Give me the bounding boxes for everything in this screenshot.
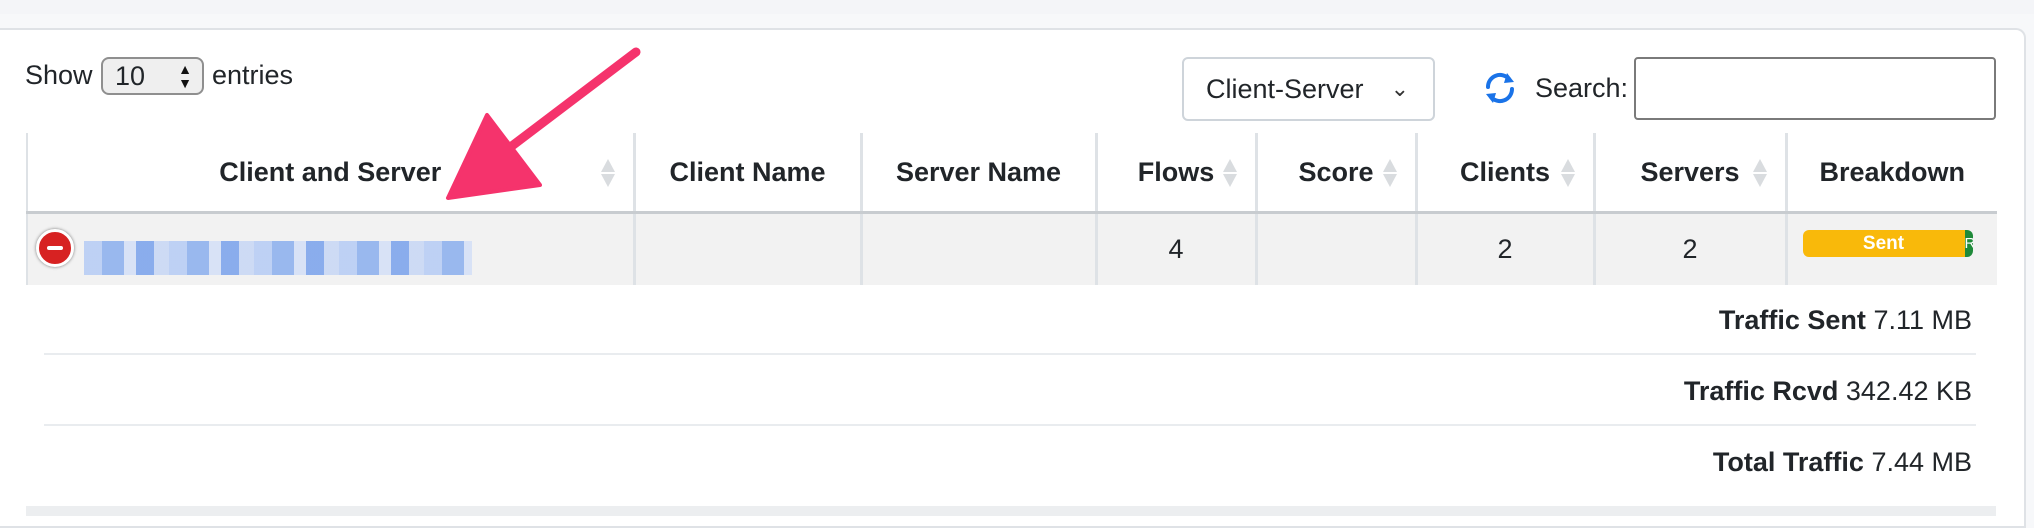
cell-breakdown: Sent R (1784, 212, 1997, 285)
sort-icon (600, 159, 615, 189)
column-header-clients[interactable]: Clients (1414, 133, 1594, 214)
detail-label: Traffic Rcvd (1683, 376, 1839, 406)
view-mode-value: Client-Server (1206, 74, 1364, 104)
cell-server-name (859, 212, 1096, 285)
column-label: Server Name (895, 156, 1062, 187)
table-header-row: Client and Server Client Name Server Nam… (26, 133, 1997, 214)
flows-table: Client and Server Client Name Server Nam… (26, 133, 1997, 285)
sort-icon (1560, 159, 1575, 189)
sent-bar: Sent (1802, 230, 1965, 257)
cell-servers: 2 (1592, 212, 1786, 285)
column-label: Score (1298, 156, 1374, 187)
rcvd-bar: R (1964, 230, 1973, 257)
next-row-strip (26, 506, 1996, 516)
search-input[interactable] (1634, 57, 1996, 120)
detail-value: 7.11 MB (1873, 305, 1972, 335)
cell-client-and-server (26, 212, 634, 285)
collapse-row-icon[interactable] (36, 229, 74, 267)
table-row: 4 2 2 Sent R (26, 212, 1997, 285)
column-label: Client and Server (219, 156, 442, 187)
column-header-flows[interactable]: Flows (1094, 133, 1256, 214)
sort-icon (1222, 159, 1237, 189)
cell-client-name (632, 212, 861, 285)
sort-icon (1752, 159, 1767, 189)
detail-value: 7.44 MB (1871, 447, 1972, 477)
detail-total-traffic: Total Traffic 7.44 MB (44, 426, 1976, 495)
detail-traffic-sent: Traffic Sent 7.11 MB (44, 284, 1976, 355)
column-header-client-and-server[interactable]: Client and Server (26, 133, 634, 214)
length-entries-label: entries (212, 60, 294, 90)
search-label: Search: (1535, 73, 1629, 103)
detail-label: Traffic Sent (1718, 305, 1866, 335)
detail-traffic-rcvd: Traffic Rcvd 342.42 KB (44, 355, 1976, 426)
column-label: Flows (1137, 156, 1215, 187)
top-strip (0, 0, 2034, 14)
column-header-breakdown[interactable]: Breakdown (1784, 133, 1997, 214)
client-server-link[interactable] (84, 241, 472, 275)
view-mode-dropdown[interactable]: Client-Server ⌄ (1182, 57, 1435, 121)
detail-value: 342.42 KB (1845, 376, 1972, 406)
entries-per-page-select[interactable]: 10 ▲▼ (101, 57, 204, 95)
cell-clients: 2 (1414, 212, 1594, 285)
length-show-label: Show (25, 60, 93, 90)
column-label: Clients (1459, 156, 1551, 187)
cell-score (1254, 212, 1416, 285)
column-label: Servers (1640, 156, 1740, 187)
detail-label: Total Traffic (1712, 447, 1864, 477)
column-label: Breakdown (1819, 156, 1966, 187)
cell-flows: 4 (1094, 212, 1256, 285)
refresh-icon[interactable] (1482, 70, 1518, 106)
column-label: Client Name (669, 156, 826, 187)
row-details: Traffic Sent 7.11 MB Traffic Rcvd 342.42… (44, 284, 1976, 495)
column-header-client-name[interactable]: Client Name (632, 133, 861, 214)
column-header-server-name[interactable]: Server Name (859, 133, 1096, 214)
chevron-down-icon: ⌄ (1390, 76, 1409, 101)
select-arrows-icon: ▲▼ (178, 61, 192, 91)
column-header-score[interactable]: Score (1254, 133, 1416, 214)
sort-icon (1382, 159, 1397, 189)
column-header-servers[interactable]: Servers (1592, 133, 1786, 214)
entries-per-page-value: 10 (115, 61, 146, 91)
